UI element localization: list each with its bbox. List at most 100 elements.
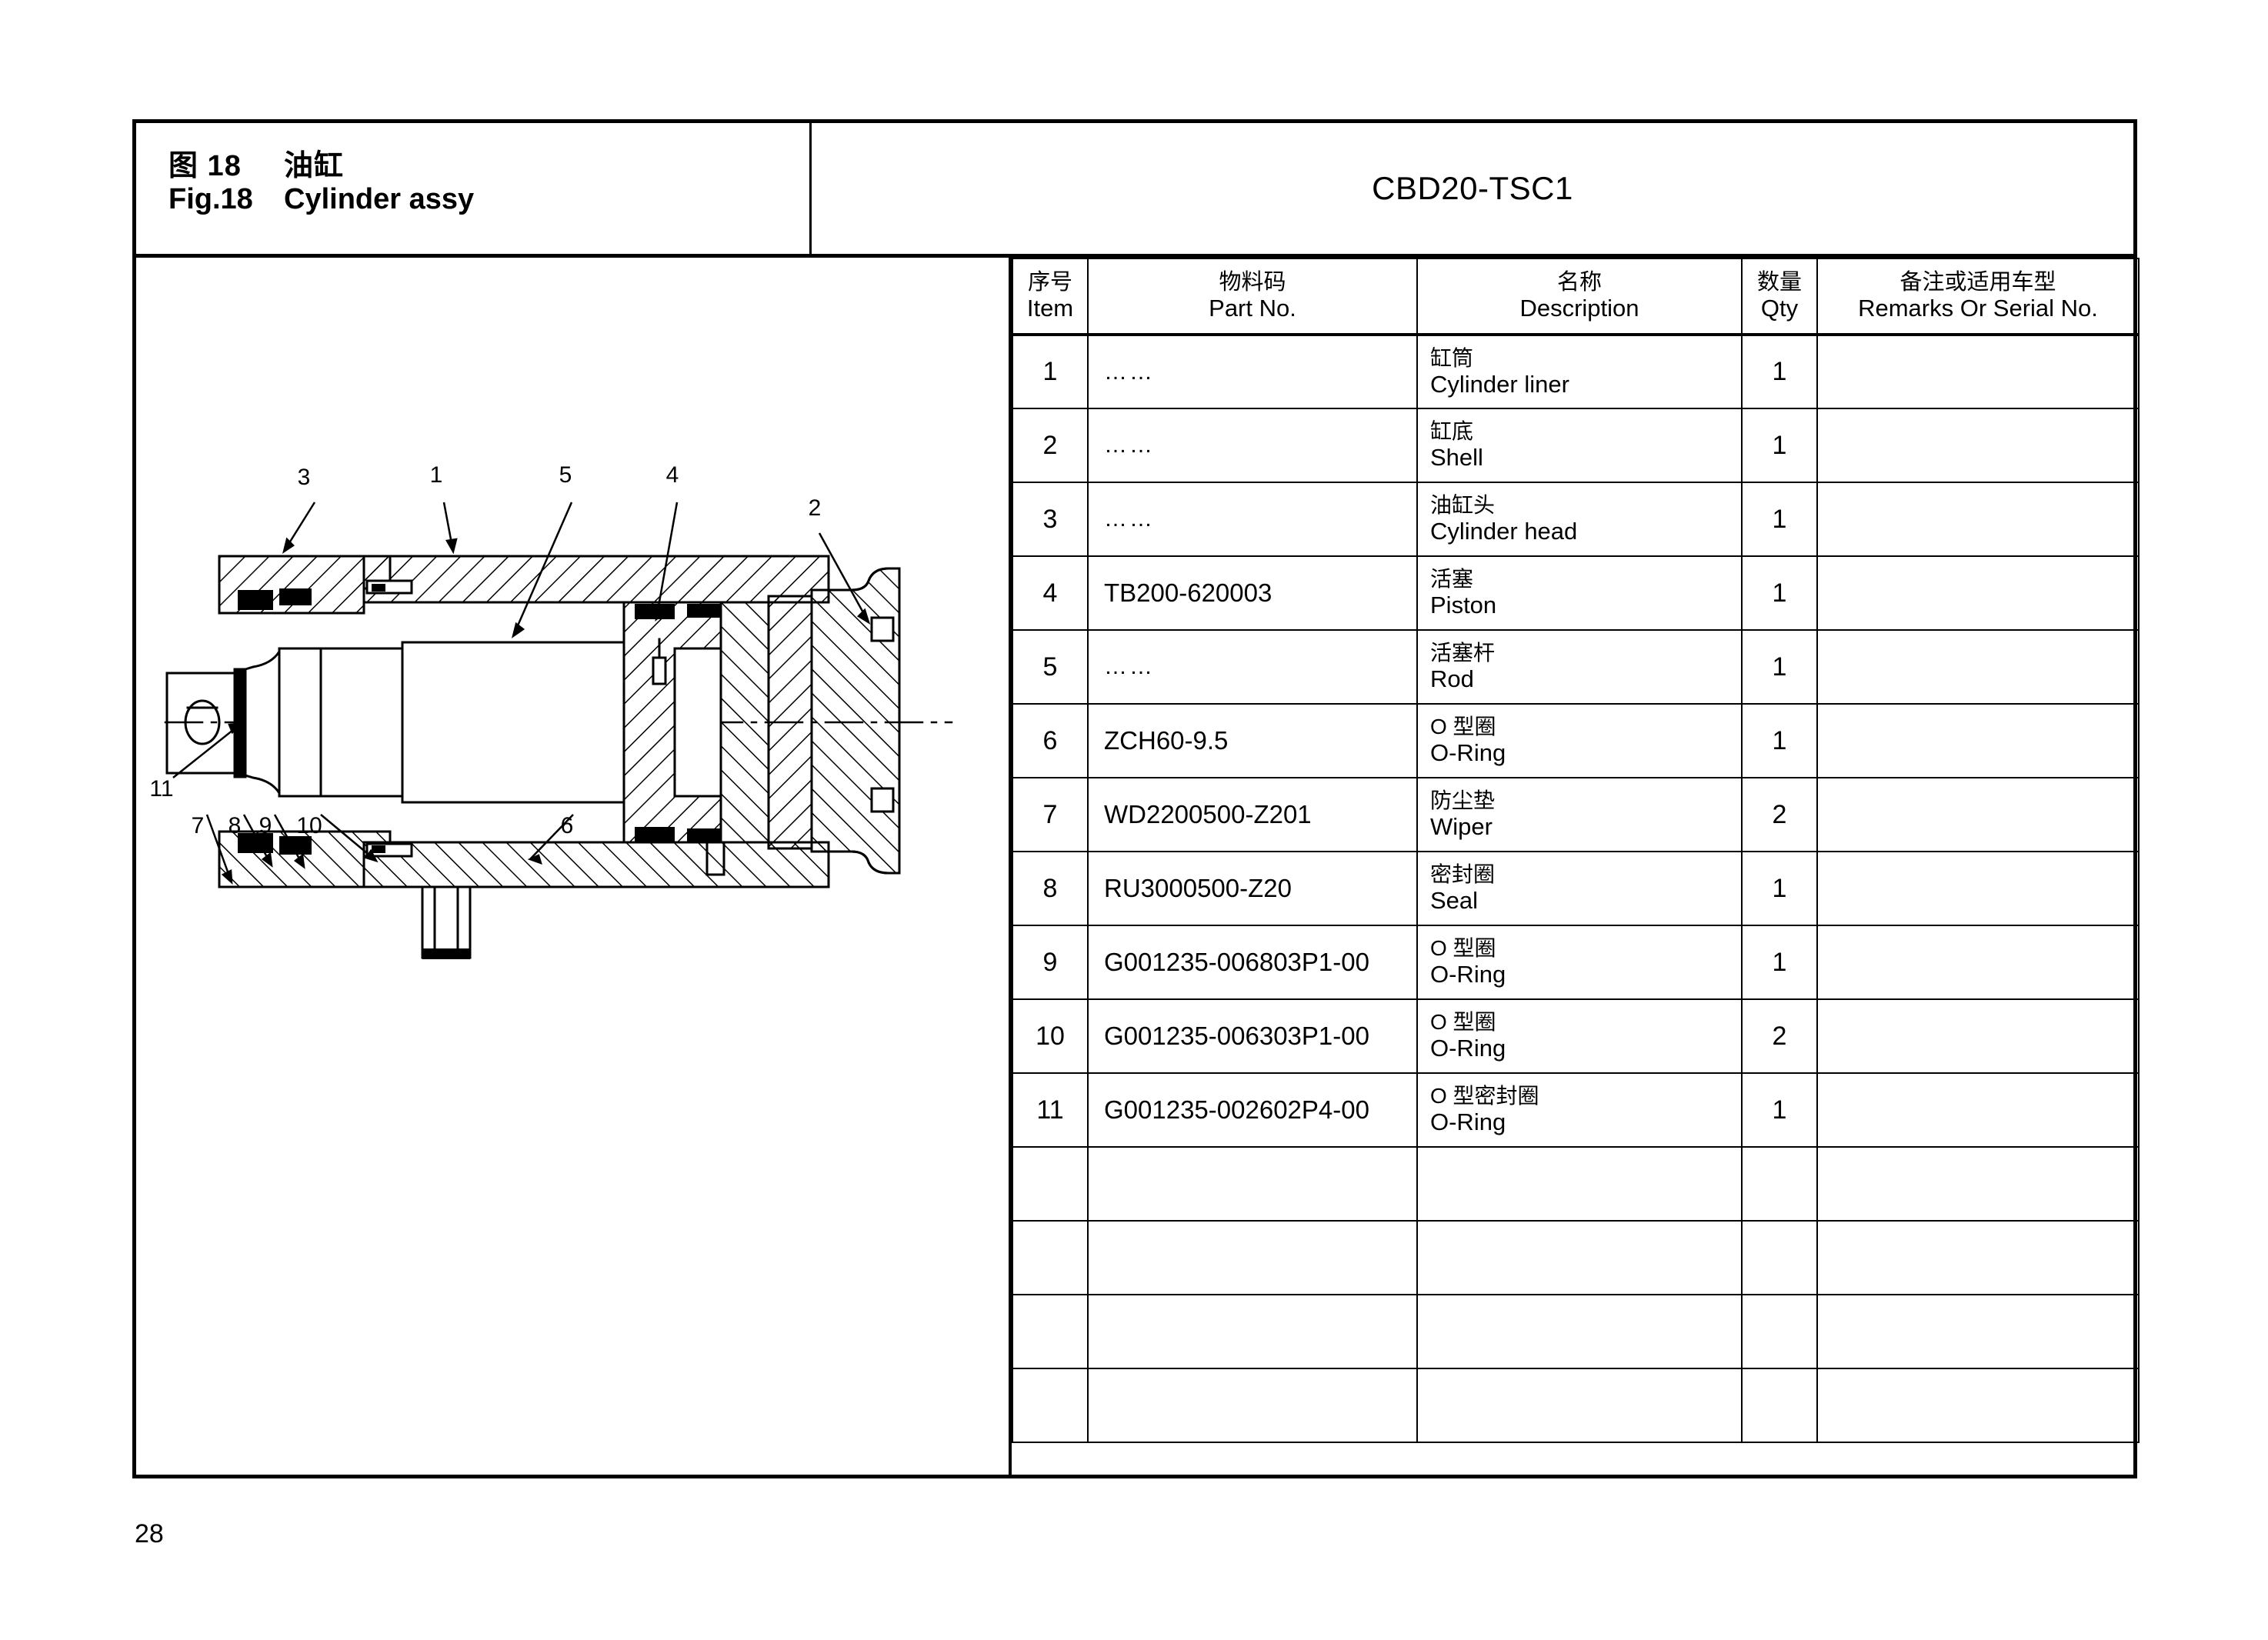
callout-label-8: 8 [228, 813, 242, 838]
figure-number-cn: 图 18 [168, 150, 242, 182]
column-header-item-en: Item [1026, 294, 1074, 322]
cell-qty [1741, 1146, 1818, 1222]
description-en: Wiper [1430, 813, 1493, 841]
description-cn: O 型圈 [1430, 715, 1496, 739]
table-row [1012, 1368, 2140, 1443]
description-en: Rod [1430, 665, 1474, 693]
callout-label-9: 9 [259, 813, 272, 838]
parts-table-head: 序号 Item 物料码 Part No. [1012, 258, 2140, 336]
column-header-description: 名称 Description [1416, 258, 1743, 336]
description-cn: 密封圈 [1430, 862, 1496, 887]
description-en: O-Ring [1430, 1035, 1506, 1062]
cell-remarks [1816, 555, 2140, 631]
cell-item: 1 [1012, 334, 1089, 409]
callout-label-11: 11 [149, 776, 173, 802]
description-en: Piston [1430, 592, 1497, 619]
cell-part-no: WD2200500-Z201 [1087, 777, 1418, 852]
cell-qty: 1 [1741, 334, 1818, 409]
callout-label-1: 1 [430, 462, 443, 488]
callout-label-10: 10 [296, 813, 322, 838]
page-number: 28 [135, 1519, 164, 1548]
cell-qty: 1 [1741, 851, 1818, 926]
parts-table: 序号 Item 物料码 Part No. [1012, 258, 2140, 1443]
column-header-item: 序号 Item [1012, 258, 1089, 336]
description-en: O-Ring [1430, 739, 1506, 767]
table-row [1012, 1220, 2140, 1295]
description-cn: 油缸头 [1430, 493, 1496, 518]
cell-item: 10 [1012, 998, 1089, 1074]
cell-description [1416, 1368, 1743, 1443]
cell-remarks [1816, 334, 2140, 409]
column-header-qty-en: Qty [1760, 294, 1799, 322]
description-cn: 缸筒 [1430, 345, 1474, 370]
cell-part-no [1087, 1146, 1418, 1222]
cell-qty: 1 [1741, 629, 1818, 705]
description-cn: 缸底 [1430, 419, 1474, 444]
cell-remarks [1816, 703, 2140, 778]
cell-qty: 2 [1741, 777, 1818, 852]
cell-description [1416, 1146, 1743, 1222]
cell-remarks [1816, 998, 2140, 1074]
cell-item: 2 [1012, 408, 1089, 483]
cell-remarks [1816, 1368, 2140, 1443]
cell-qty [1741, 1220, 1818, 1295]
table-row [1012, 1294, 2140, 1369]
cell-item [1012, 1294, 1089, 1369]
column-header-part-no-en: Part No. [1209, 294, 1296, 322]
cell-part-no: G001235-002602P4-00 [1087, 1072, 1418, 1148]
cell-item: 3 [1012, 482, 1089, 557]
cell-item: 4 [1012, 555, 1089, 631]
cell-item: 8 [1012, 851, 1089, 926]
callout-label-4: 4 [666, 462, 679, 488]
column-header-description-cn: 名称 [1556, 270, 1602, 295]
cell-remarks [1816, 925, 2140, 1000]
cell-remarks [1816, 851, 2140, 926]
callout-label-7: 7 [192, 813, 205, 838]
column-header-item-cn: 序号 [1027, 270, 1072, 295]
cell-part-no: ZCH60-9.5 [1087, 703, 1418, 778]
cell-remarks [1816, 408, 2140, 483]
cell-description [1416, 1220, 1743, 1295]
cell-qty [1741, 1368, 1818, 1443]
model-title-cell: CBD20-TSC1 [812, 123, 2133, 254]
table-header-row: 序号 Item 物料码 Part No. [1012, 258, 2140, 336]
model-designation: CBD20-TSC1 [1372, 170, 1573, 206]
cell-item [1012, 1146, 1089, 1222]
description-cn: O 型圈 [1430, 1010, 1496, 1035]
cell-qty: 1 [1741, 482, 1818, 557]
cell-item: 9 [1012, 925, 1089, 1000]
cell-qty: 1 [1741, 555, 1818, 631]
callout-label-6: 6 [561, 813, 574, 838]
column-header-qty: 数量 Qty [1741, 258, 1818, 336]
cell-part-no: …… [1087, 334, 1418, 409]
cell-remarks [1816, 1146, 2140, 1222]
description-en: Seal [1430, 887, 1479, 915]
cell-part-no [1087, 1294, 1418, 1369]
callout-label-3: 3 [298, 465, 311, 490]
cell-part-no: G001235-006303P1-00 [1087, 998, 1418, 1074]
cell-remarks [1816, 1072, 2140, 1148]
callout-label-2: 2 [809, 495, 822, 521]
column-header-remarks: 备注或适用车型 Remarks Or Serial No. [1816, 258, 2140, 336]
